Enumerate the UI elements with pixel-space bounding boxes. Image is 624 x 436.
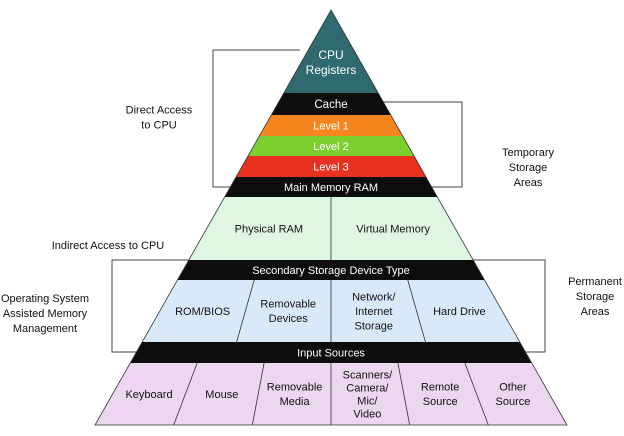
permanent-storage-label-line: Areas: [581, 306, 610, 318]
secondary-storage-cell-line: Devices: [269, 313, 309, 325]
secondary-storage-cell-line: Storage: [355, 321, 394, 333]
main-memory-cell-line: Virtual Memory: [356, 224, 430, 236]
input-sources-cell-line: Other: [499, 382, 527, 394]
os-memory-management-label-line: Operating System: [1, 293, 89, 305]
secondary-storage-divider: [407, 279, 426, 343]
secondary-storage-cell: ROM/BIOS: [175, 306, 230, 318]
indirect-access-label-line: Indirect Access to CPU: [52, 240, 165, 252]
input-sources-header: [130, 342, 532, 363]
cache-level-1-label-line: Level 1: [313, 121, 348, 133]
input-sources-cell-line: Removable: [267, 382, 323, 394]
secondary-storage-divider: [236, 279, 255, 343]
main-memory-cell: Physical RAM: [235, 224, 303, 236]
temporary-storage-label-line: Areas: [514, 177, 543, 189]
cache-tier: [271, 93, 391, 115]
indirect-access-label: Indirect Access to CPU: [52, 240, 165, 252]
temporary-storage-label-line: Storage: [509, 162, 548, 174]
cache-label-line: Cache: [314, 99, 347, 111]
cache-level-1-tier: [259, 115, 403, 136]
input-sources-cell-line: Mic/: [357, 396, 378, 408]
cache-level-2-label: Level 2: [313, 141, 348, 153]
main-memory-cell-line: Physical RAM: [235, 224, 303, 236]
input-sources-cell-line: Media: [280, 396, 311, 408]
cpu-registers-tier: [283, 10, 379, 93]
input-sources-cell: Scanners/Camera/Mic/Video: [343, 370, 393, 421]
secondary-storage-cell-line: ROM/BIOS: [175, 306, 230, 318]
input-sources-cell-line: Keyboard: [125, 389, 172, 401]
secondary-storage-header-label-line: Secondary Storage Device Type: [252, 265, 410, 277]
cpu-registers-label-line: Registers: [306, 63, 357, 77]
input-sources-cell-line: Mouse: [205, 389, 238, 401]
direct-access-label-line: Direct Access: [126, 105, 193, 117]
cpu-registers-label-line: CPU: [318, 48, 343, 62]
input-sources-cell-line: Video: [353, 409, 381, 421]
input-sources-cell: Keyboard: [125, 389, 172, 401]
input-sources-cell-line: Source: [496, 396, 531, 408]
cache-level-3-label-line: Level 3: [313, 162, 348, 174]
main-memory-header-label: Main Memory RAM: [284, 182, 378, 194]
input-sources-cell-line: Remote: [421, 382, 460, 394]
input-sources-divider: [464, 362, 489, 426]
permanent-storage-label-line: Permanent: [568, 276, 622, 288]
input-sources-cell: Mouse: [205, 389, 238, 401]
main-memory-cell: Virtual Memory: [356, 224, 430, 236]
secondary-storage-cell-line: Network/: [352, 292, 396, 304]
input-sources-divider: [173, 362, 198, 426]
input-sources-divider: [251, 362, 265, 426]
input-sources-header-label: Input Sources: [297, 348, 365, 360]
direct-access-label-line: to CPU: [141, 120, 177, 132]
input-sources-divider: [397, 362, 411, 426]
cache-level-2-tier: [248, 136, 414, 156]
main-memory-header: [224, 177, 438, 197]
os-memory-management-label-line: Assisted Memory: [3, 308, 88, 320]
secondary-storage-cell-line: Hard Drive: [433, 306, 486, 318]
cache-level-3-tier: [236, 156, 426, 177]
secondary-storage-header-label: Secondary Storage Device Type: [252, 265, 410, 277]
main-memory-header-label-line: Main Memory RAM: [284, 182, 378, 194]
input-sources-header-label-line: Input Sources: [297, 348, 365, 360]
permanent-storage-label-line: Storage: [576, 291, 615, 303]
secondary-storage-cell: Hard Drive: [433, 306, 486, 318]
direct-access-label: Direct Access to CPU: [126, 105, 193, 132]
temporary-storage-label-line: Temporary: [502, 147, 554, 159]
secondary-storage-header: [177, 260, 485, 280]
cache-level-1-label: Level 1: [313, 121, 348, 133]
secondary-storage-cell-line: Internet: [355, 306, 392, 318]
os-memory-management-label-line: Management: [13, 323, 77, 335]
input-sources-cell-line: Source: [423, 396, 458, 408]
input-sources-cell-line: Scanners/: [343, 370, 393, 382]
cache-label: Cache: [314, 99, 347, 111]
cache-level-3-label: Level 3: [313, 162, 348, 174]
pyramid-outline: [94, 9, 568, 426]
secondary-storage-cell-line: Removable: [260, 299, 316, 311]
input-sources-cell-line: Camera/: [346, 383, 389, 395]
cache-level-2-label-line: Level 2: [313, 141, 348, 153]
